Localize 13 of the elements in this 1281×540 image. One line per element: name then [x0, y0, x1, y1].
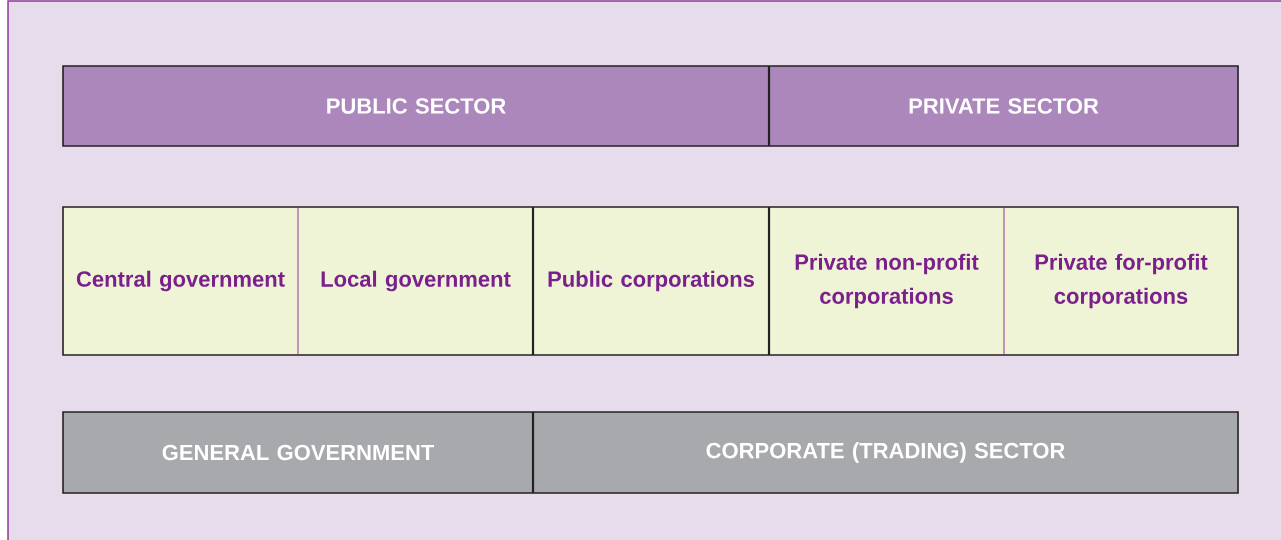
sector-box: PRIVATE SECTOR: [769, 66, 1238, 146]
sector-box: Public corporations: [533, 207, 769, 355]
node-label: Central government: [76, 270, 285, 292]
sector-box: CORPORATE (TRADING) SECTOR: [533, 412, 1238, 493]
sector-box: Central government: [63, 207, 298, 355]
sector-box: PUBLIC SECTOR: [63, 66, 769, 146]
sector-box: GENERAL GOVERNMENT: [63, 412, 533, 493]
sector-box: Private non-profit corporations: [769, 207, 1004, 355]
node-label: Private non-profit corporations: [795, 253, 979, 309]
node-label: Local government: [321, 270, 511, 292]
sector-box: Local government: [298, 207, 533, 355]
node-label: Private for-profit corporations: [1035, 253, 1208, 309]
sector-box: Private for-profit corporations: [1004, 207, 1238, 355]
